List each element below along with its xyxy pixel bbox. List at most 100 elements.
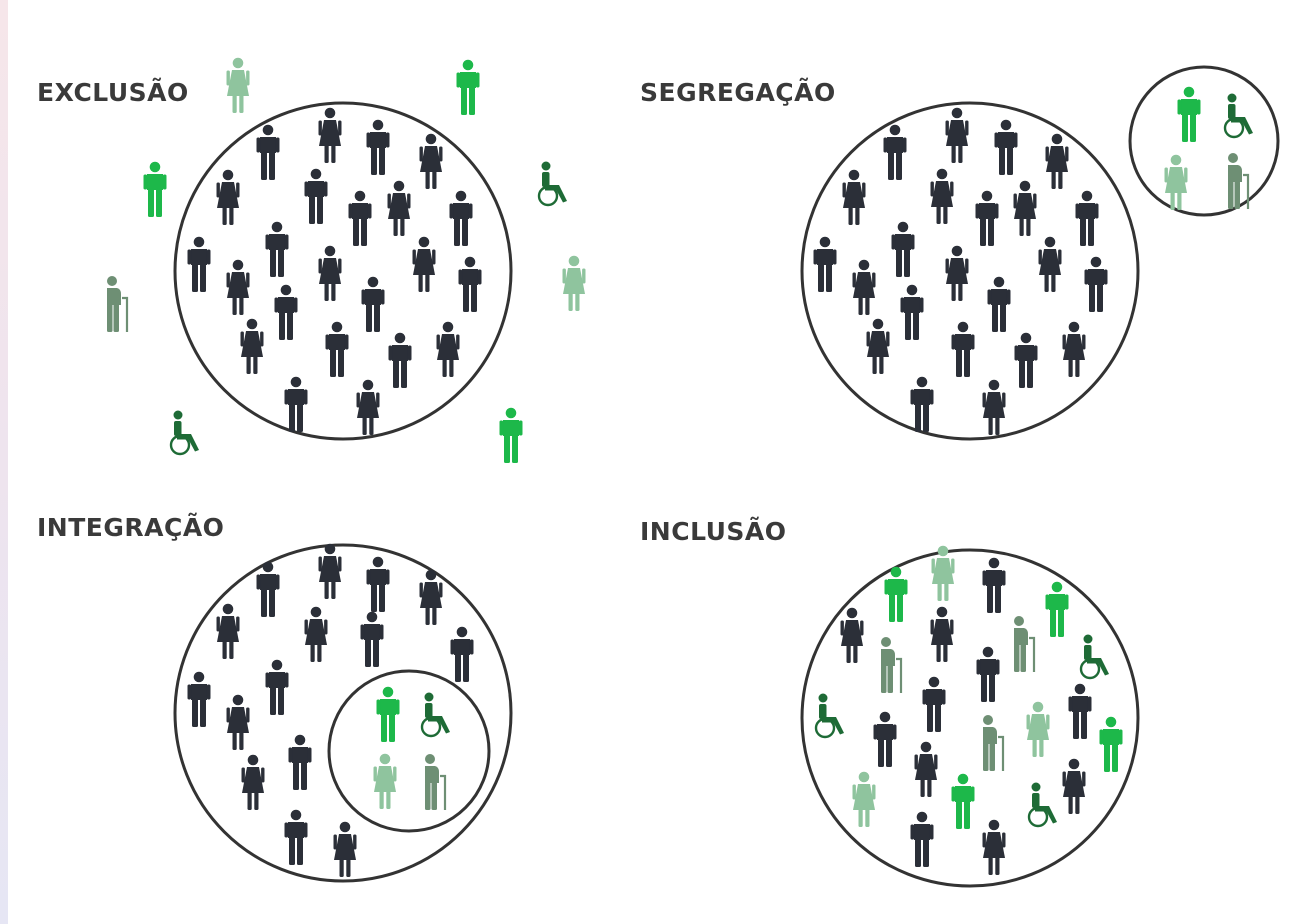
person-male-icon — [388, 332, 412, 388]
person-female-icon — [1026, 701, 1050, 757]
person-male-icon — [1075, 190, 1099, 246]
segregation-minority-circle — [1128, 65, 1280, 217]
person-female-icon — [982, 379, 1006, 435]
person-female-icon — [842, 169, 866, 225]
person-male-icon — [187, 236, 211, 292]
person-male-icon — [256, 561, 280, 617]
person-male-icon — [1084, 256, 1108, 312]
person-male-icon — [910, 376, 934, 432]
elderly-cane-icon — [983, 715, 1005, 771]
title-segregation: SEGREGAÇÃO — [640, 78, 836, 107]
person-female-icon — [1062, 321, 1086, 377]
person-male-icon — [348, 190, 372, 246]
person-female-icon — [945, 245, 969, 301]
person-male-icon — [1068, 683, 1092, 739]
person-male-icon — [982, 557, 1006, 613]
person-male-icon — [256, 124, 280, 180]
person-female-icon — [1038, 236, 1062, 292]
elderly-cane-icon — [1228, 153, 1250, 209]
title-exclusion: EXCLUSÃO — [37, 78, 189, 107]
person-female-icon — [436, 321, 460, 377]
person-male-icon — [360, 611, 384, 667]
elderly-cane-icon — [107, 276, 129, 332]
person-male-icon — [951, 773, 975, 829]
person-male-icon — [376, 686, 400, 742]
wheelchair-icon — [169, 410, 199, 456]
wheelchair-icon — [1079, 634, 1109, 680]
person-female-icon — [318, 245, 342, 301]
person-male-icon — [1099, 716, 1123, 772]
person-male-icon — [910, 811, 934, 867]
person-male-icon — [265, 659, 289, 715]
person-female-icon — [840, 607, 864, 663]
wheelchair-icon — [1027, 782, 1057, 828]
person-female-icon — [562, 255, 586, 311]
person-female-icon — [930, 606, 954, 662]
person-female-icon — [318, 107, 342, 163]
person-male-icon — [450, 626, 474, 682]
person-female-icon — [1045, 133, 1069, 189]
person-male-icon — [274, 284, 298, 340]
person-male-icon — [288, 734, 312, 790]
person-male-icon — [361, 276, 385, 332]
person-female-icon — [356, 379, 380, 435]
person-female-icon — [930, 168, 954, 224]
exclusion-main-circle — [173, 101, 513, 441]
person-female-icon — [931, 545, 955, 601]
person-female-icon — [1062, 758, 1086, 814]
person-female-icon — [1164, 154, 1188, 210]
person-female-icon — [240, 318, 264, 374]
person-female-icon — [216, 603, 240, 659]
person-male-icon — [499, 407, 523, 463]
left-edge-strip — [0, 0, 8, 924]
person-male-icon — [449, 190, 473, 246]
person-female-icon — [304, 606, 328, 662]
person-male-icon — [994, 119, 1018, 175]
inclusion-main-circle — [800, 548, 1140, 888]
person-female-icon — [241, 754, 265, 810]
person-male-icon — [143, 161, 167, 217]
person-male-icon — [458, 256, 482, 312]
person-male-icon — [987, 276, 1011, 332]
person-male-icon — [883, 124, 907, 180]
person-female-icon — [216, 169, 240, 225]
person-male-icon — [900, 284, 924, 340]
person-male-icon — [891, 221, 915, 277]
elderly-cane-icon — [881, 637, 903, 693]
person-female-icon — [387, 180, 411, 236]
person-male-icon — [976, 646, 1000, 702]
wheelchair-icon — [814, 693, 844, 739]
person-male-icon — [873, 711, 897, 767]
person-male-icon — [1014, 332, 1038, 388]
person-male-icon — [187, 671, 211, 727]
person-male-icon — [265, 221, 289, 277]
person-female-icon — [318, 543, 342, 599]
segregation-main-circle — [800, 101, 1140, 441]
person-male-icon — [975, 190, 999, 246]
person-male-icon — [325, 321, 349, 377]
elderly-cane-icon — [425, 754, 447, 810]
person-male-icon — [284, 809, 308, 865]
integration-main-circle — [173, 543, 513, 883]
person-male-icon — [813, 236, 837, 292]
person-female-icon — [852, 259, 876, 315]
wheelchair-icon — [420, 692, 450, 738]
wheelchair-icon — [537, 161, 567, 207]
person-female-icon — [412, 236, 436, 292]
person-female-icon — [1013, 180, 1037, 236]
person-male-icon — [922, 676, 946, 732]
person-female-icon — [945, 107, 969, 163]
person-male-icon — [884, 566, 908, 622]
person-male-icon — [366, 556, 390, 612]
person-female-icon — [226, 694, 250, 750]
person-female-icon — [852, 771, 876, 827]
person-female-icon — [226, 259, 250, 315]
person-female-icon — [419, 133, 443, 189]
person-male-icon — [1045, 581, 1069, 637]
person-female-icon — [914, 741, 938, 797]
person-male-icon — [951, 321, 975, 377]
person-female-icon — [419, 569, 443, 625]
person-male-icon — [456, 59, 480, 115]
